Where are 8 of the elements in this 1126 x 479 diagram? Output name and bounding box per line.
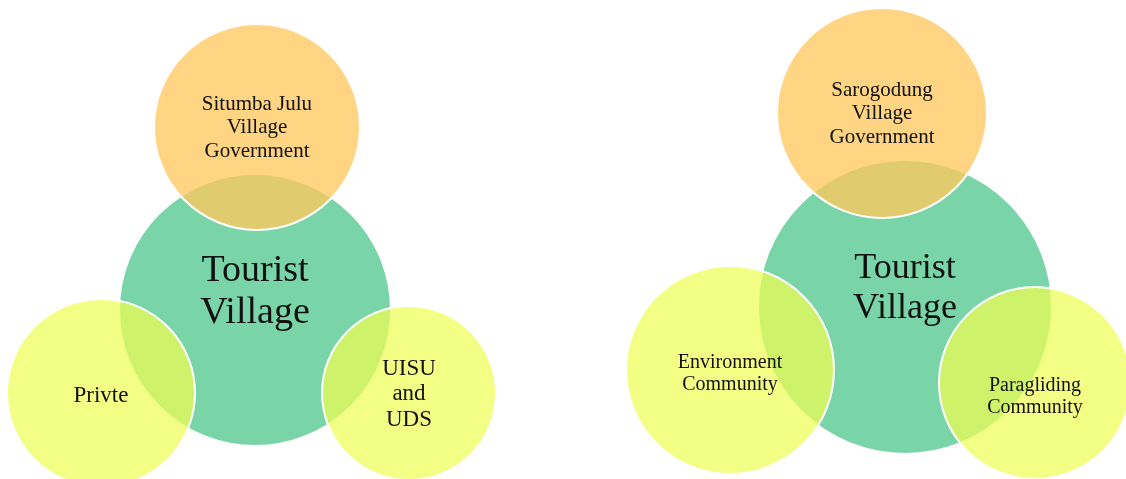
circle-label: Situmba Julu Village Government xyxy=(200,92,314,162)
circle-label: Paragliding Community xyxy=(986,373,1084,417)
circle-label: UISU and UDS xyxy=(381,355,437,431)
circle-label: Sarogodung Village Government xyxy=(828,78,936,148)
circle-label: Privte xyxy=(72,382,130,408)
circle-label: Tourist Village xyxy=(852,247,958,327)
circle-label: Tourist Village xyxy=(199,248,311,332)
circle-label: Environment Community xyxy=(676,350,784,394)
